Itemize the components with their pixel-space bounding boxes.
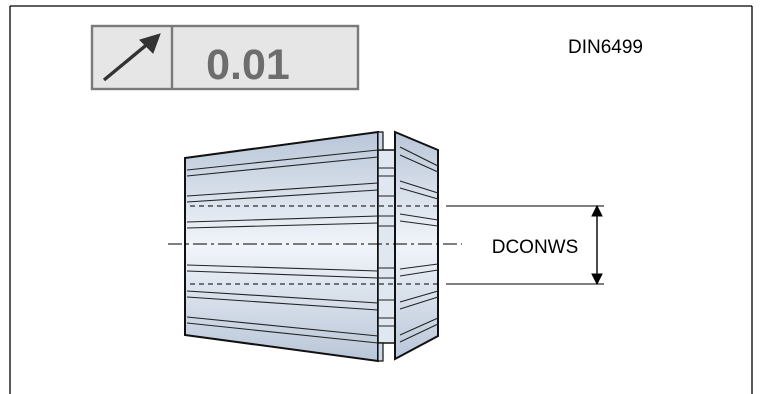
collet-main-body [184, 130, 379, 363]
tolerance-box [90, 24, 360, 91]
dimension-label: DCONWS [492, 237, 579, 258]
dimension-arrow [591, 204, 603, 286]
runout-arrow-icon [102, 33, 161, 82]
collet-head [394, 130, 439, 361]
tolerance-value: 0.01 [206, 41, 290, 89]
border-frame [9, 5, 753, 394]
tolerance-frame: 0.01 [90, 24, 360, 91]
dimension-extension-lines [446, 205, 604, 285]
bore-hidden-lines [190, 205, 440, 285]
collet-neck [377, 131, 396, 362]
standard-label: DIN6499 [568, 37, 643, 58]
